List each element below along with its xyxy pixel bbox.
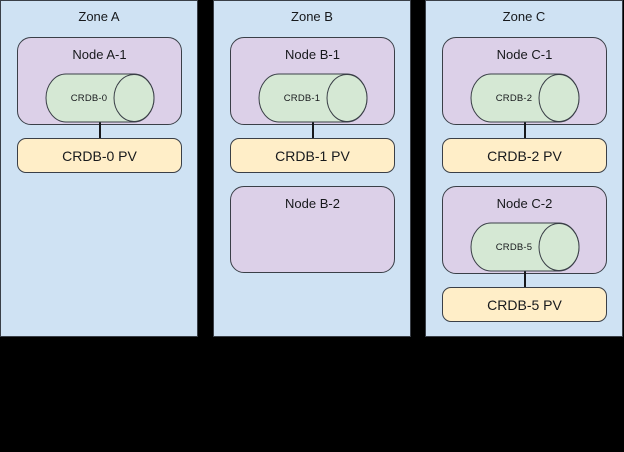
database-cylinder: CRDB-5 <box>470 222 580 272</box>
database-cylinder: CRDB-0 <box>45 73 155 123</box>
database-cylinder: CRDB-2 <box>470 73 580 123</box>
node-label: Node B-2 <box>285 196 340 211</box>
zone-label: Zone C <box>502 9 546 24</box>
persistent-volume-label: CRDB-0 PV <box>62 147 137 164</box>
node-label: Node B-1 <box>285 47 340 62</box>
node-to-pv-connector <box>524 264 526 288</box>
database-label: CRDB-1 <box>283 92 321 104</box>
cylinder-shape <box>470 222 580 272</box>
persistent-volume-box: CRDB-0 PV <box>17 138 182 173</box>
persistent-volume-label: CRDB-2 PV <box>487 147 562 164</box>
node-label: Node A-1 <box>72 47 127 62</box>
database-label: CRDB-2 <box>495 92 533 104</box>
persistent-volume-box: CRDB-2 PV <box>442 138 607 173</box>
node-label: Node C-2 <box>496 196 553 211</box>
cylinder-shape <box>470 73 580 123</box>
database-label: CRDB-5 <box>495 241 533 253</box>
persistent-volume-label: CRDB-1 PV <box>275 147 350 164</box>
node-to-pv-connector <box>312 115 314 139</box>
persistent-volume-box: CRDB-5 PV <box>442 287 607 322</box>
database-cylinder: CRDB-1 <box>258 73 368 123</box>
cylinder-shape <box>45 73 155 123</box>
node-to-pv-connector <box>524 115 526 139</box>
node-box: Node B-2 <box>230 186 395 273</box>
zone-label: Zone B <box>291 9 333 24</box>
zone-label: Zone A <box>78 9 120 24</box>
node-label: Node C-1 <box>496 47 553 62</box>
persistent-volume-box: CRDB-1 PV <box>230 138 395 173</box>
database-label: CRDB-0 <box>70 92 108 104</box>
persistent-volume-label: CRDB-5 PV <box>487 296 562 313</box>
cylinder-shape <box>258 73 368 123</box>
node-to-pv-connector <box>99 115 101 139</box>
